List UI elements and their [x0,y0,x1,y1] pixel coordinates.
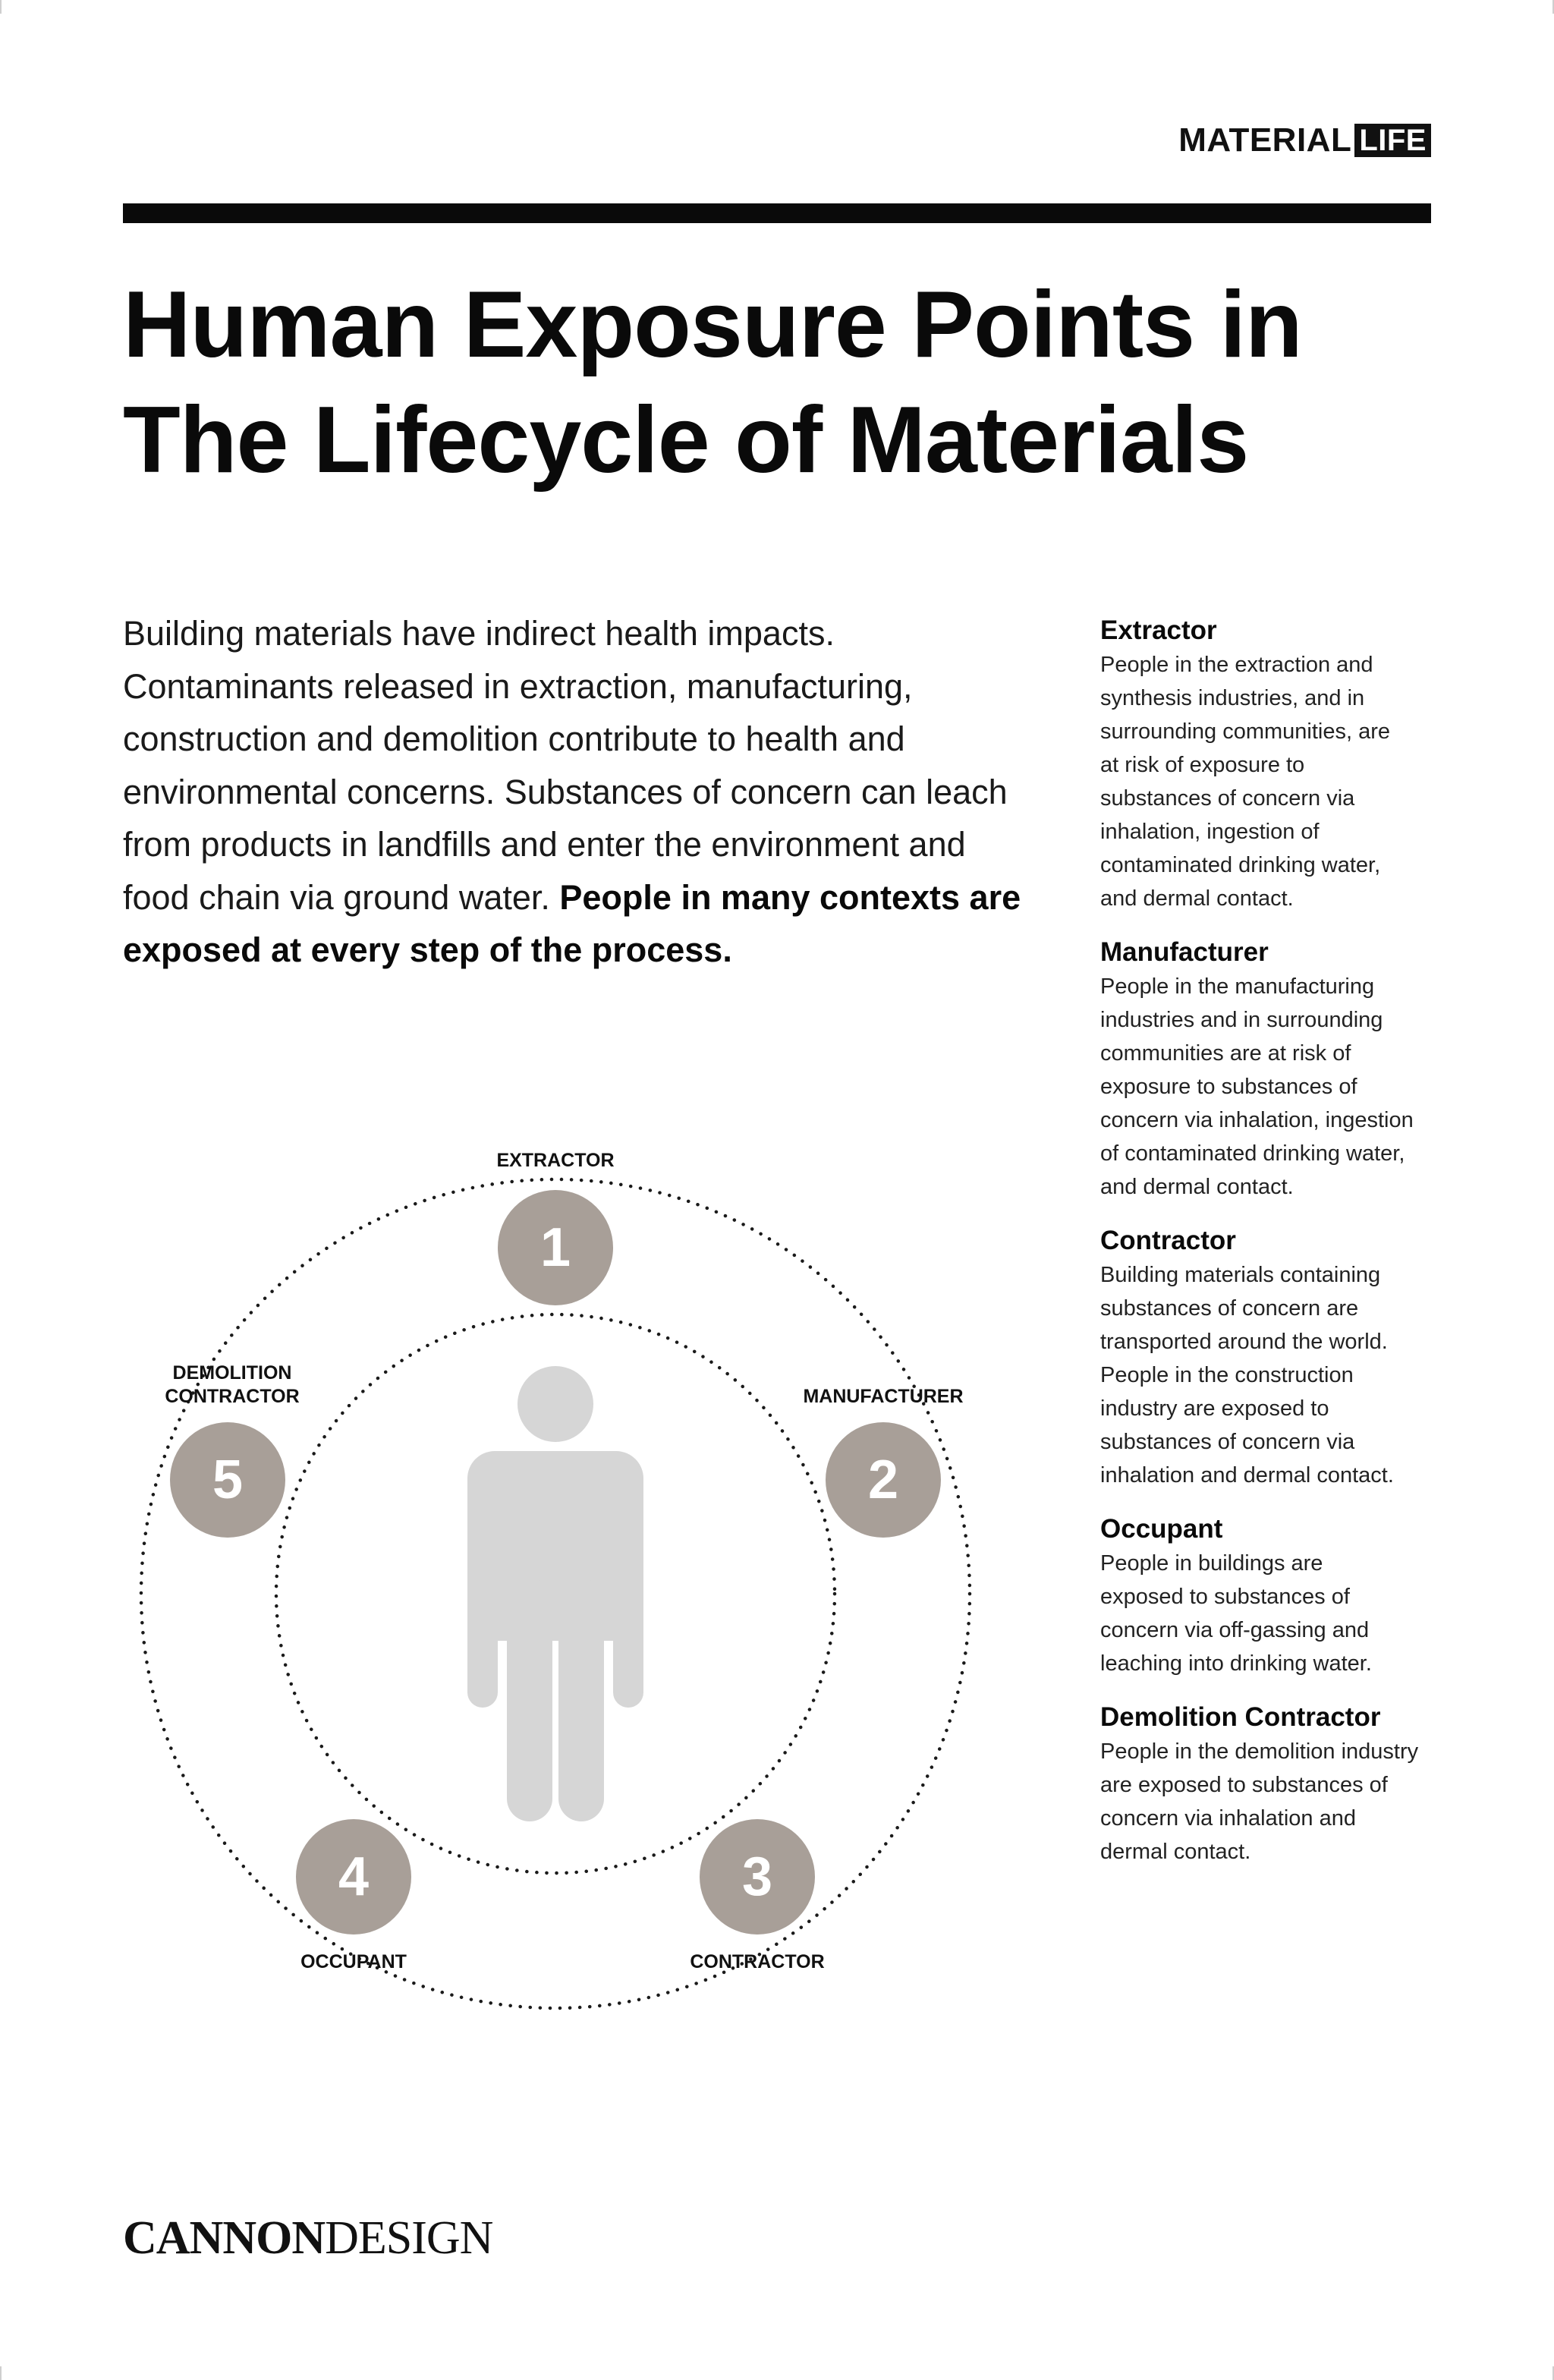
crop-mark [0,2366,2,2380]
brand-main: MATERIAL [1178,121,1352,159]
logo-regular: DESIGN [325,2212,493,2264]
intro-text: Building materials have indirect health … [123,614,1008,917]
role-demolition-contractor: Demolition Contractor People in the demo… [1100,1700,1457,1868]
cannondesign-logo: CANNONDESIGN [123,2212,493,2265]
role-occupant: Occupant People in buildings are exposed… [1100,1512,1457,1680]
crop-mark [1552,0,1554,14]
intro-bold: People in many contexts are exposed at e… [123,877,1021,970]
logo-bold: CANNON [123,2212,326,2264]
node-5: 5 DEMOLITION CONTRACTOR [165,1362,300,1538]
header-rule [123,203,1431,223]
brand-box: LIFE [1354,124,1431,157]
node-5-label-line-1: DEMOLITION [173,1362,292,1384]
node-4: 4 OCCUPANT [296,1819,411,1972]
exposure-cycle-diagram: 1 EXTRACTOR 2 MANUFACTURER 3 CONTRACTOR … [0,1123,1062,2034]
crop-mark [0,0,2,14]
role-heading: Occupant [1100,1514,1223,1544]
cycle-svg: 1 EXTRACTOR 2 MANUFACTURER 3 CONTRACTOR … [139,1150,972,2010]
node-3-number: 3 [742,1846,772,1907]
role-text: People in the extraction and synthesis i… [1100,653,1391,911]
node-5-number: 5 [212,1450,243,1510]
person-figure [467,1366,643,1821]
intro-paragraph: Building materials have indirect health … [123,607,1033,977]
title-line-1: Human Exposure Points in [123,272,1303,377]
inner-ring [274,1312,837,1875]
role-text: Building materials containing substances… [1100,1263,1394,1488]
brand-logo: MATERIAL LIFE [1178,121,1431,159]
node-1-label: EXTRACTOR [496,1150,614,1171]
role-heading: Extractor [1100,615,1217,645]
node-2-number: 2 [868,1450,898,1510]
page-title: Human Exposure Points in The Lifecycle o… [123,267,1458,498]
node-2-label: MANUFACTURER [803,1386,963,1407]
role-text: People in the demolition industry are ex… [1100,1739,1419,1864]
role-contractor: Contractor Building materials containing… [1100,1223,1457,1492]
role-text: People in buildings are exposed to subst… [1100,1551,1372,1676]
role-heading: Contractor [1100,1226,1236,1255]
node-1: 1 EXTRACTOR [496,1150,615,1305]
role-descriptions: Extractor People in the extraction and s… [1100,613,1457,1888]
node-4-number: 4 [338,1846,369,1907]
role-text: People in the manufacturing industries a… [1100,974,1414,1199]
node-3: 3 CONTRACTOR [690,1819,825,1972]
title-line-2: The Lifecycle of Materials [123,388,1249,493]
crop-mark [1552,2366,1554,2380]
node-4-label: OCCUPANT [300,1951,407,1972]
role-heading: Manufacturer [1100,937,1269,967]
node-1-number: 1 [540,1217,571,1278]
outer-ring [139,1177,972,2010]
node-5-label-line-2: CONTRACTOR [165,1386,299,1407]
node-2: 2 MANUFACTURER [803,1386,964,1538]
role-manufacturer: Manufacturer People in the manufacturing… [1100,935,1457,1204]
role-heading: Demolition Contractor [1100,1702,1381,1732]
node-3-label: CONTRACTOR [690,1951,824,1972]
role-extractor: Extractor People in the extraction and s… [1100,613,1457,915]
